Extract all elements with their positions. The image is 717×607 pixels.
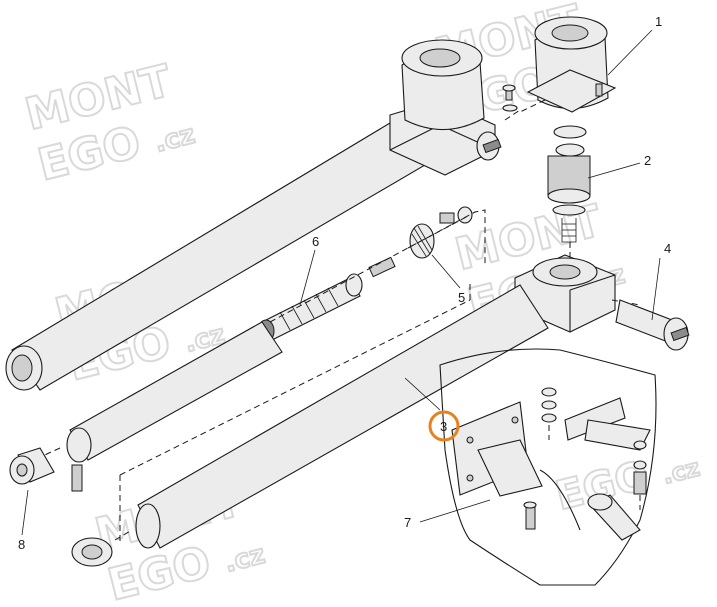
pin [439,212,455,224]
inner-tube-end [66,427,92,463]
leader-8 [21,489,29,536]
callout-1[interactable]: 1 [655,14,662,29]
part-1-motor-cover [502,16,617,121]
part-3-outer-tube [71,284,549,567]
cover-assembly-line [504,99,546,121]
rear-bracket-arm [584,419,651,451]
watermark-bottom-right: EGO .cz [550,451,703,520]
bearing-top [555,143,585,157]
rear-bracket [564,397,626,441]
inner-tube-pin [71,464,83,492]
callout-labels: 1 2 3 4 5 6 7 8 [18,14,671,552]
inner-tube-assembly [37,321,283,492]
part-8-end-fitting [9,447,55,485]
part-2-bearing-shaft [547,125,591,265]
spring [368,256,396,278]
bearing-bottom [547,188,591,204]
part-4-release-mechanism [611,299,690,351]
assembly-guide-line-upper [269,209,486,323]
bracket-fasteners [523,387,647,530]
washer [552,204,586,216]
back-motor-cap [419,48,461,68]
callout-2[interactable]: 2 [644,153,651,168]
leader-2 [587,162,641,179]
leader-lines [21,29,661,536]
cover-bolts [502,83,603,112]
leader-6 [299,249,316,306]
worm-screw-body [261,277,361,341]
assembly-guide-line [119,280,471,545]
callout-4[interactable]: 4 [664,241,671,256]
back-tube-end-hole [11,354,33,382]
leader-1 [607,29,653,76]
callout-8[interactable]: 8 [18,537,25,552]
leader-5 [431,254,461,289]
callout-7[interactable]: 7 [404,515,411,530]
bracket-detail-outline [439,348,657,586]
back-actuator [5,39,502,391]
highlight-ring [428,410,460,442]
release-key [670,326,690,342]
front-gearbox [514,254,616,333]
leader-4 [651,257,661,321]
part-7-mounting-bracket [439,348,657,586]
bracket-arm [477,439,543,497]
leader-3 [404,377,441,411]
outer-tube-end [135,503,161,549]
callout-5[interactable]: 5 [458,290,465,305]
watermark-top-left: MONT EGO .cz [19,54,199,192]
cable [539,469,581,531]
watermark-text: .cz [659,453,702,489]
leader-7 [419,499,491,523]
callout-6[interactable]: 6 [312,234,319,249]
o-ring [553,125,587,139]
back-release-key [476,131,502,161]
watermark-text: .cz [152,120,198,159]
motor-cover-cap [551,24,589,42]
motor-cover-flange [526,69,617,113]
part-6-worm-screw [257,256,396,343]
watermark-text: .cz [222,540,268,579]
callout-3[interactable]: 3 [440,419,447,434]
